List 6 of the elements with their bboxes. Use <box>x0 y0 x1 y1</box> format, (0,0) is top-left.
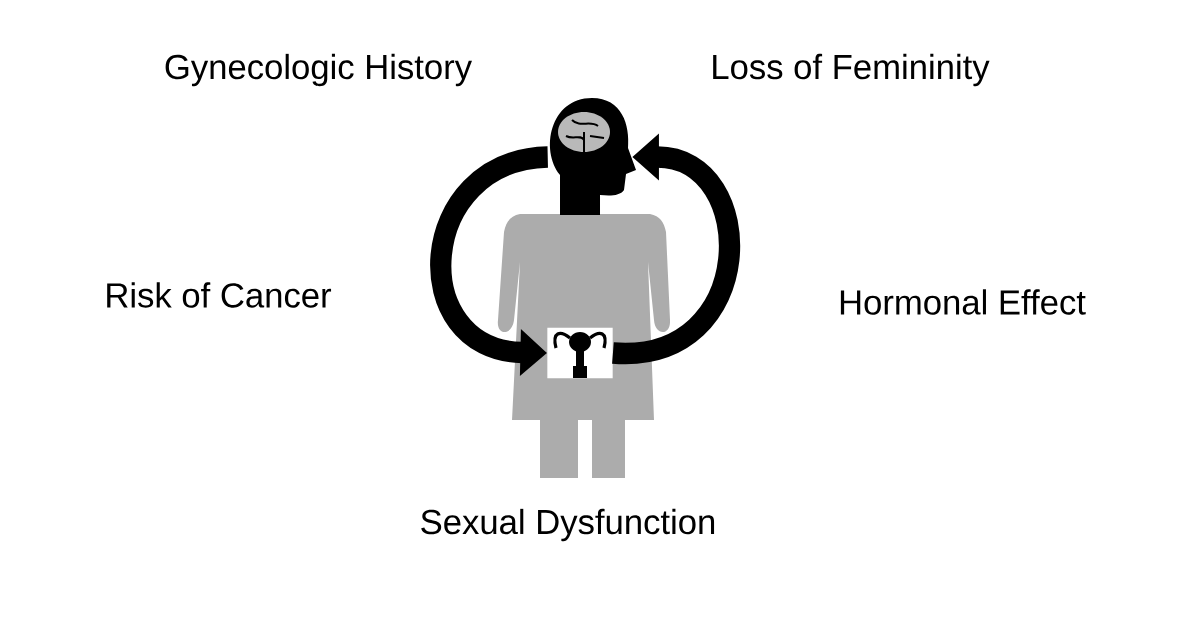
uterus-drawing <box>547 327 613 379</box>
label: Risk of Cancer <box>107 282 332 308</box>
label: Sexual Dysfunction <box>421 508 715 542</box>
label: Loss of Femininity <box>713 53 990 87</box>
label: Gynecologic History <box>165 53 472 87</box>
label: Hormonal Effect <box>840 289 1086 315</box>
